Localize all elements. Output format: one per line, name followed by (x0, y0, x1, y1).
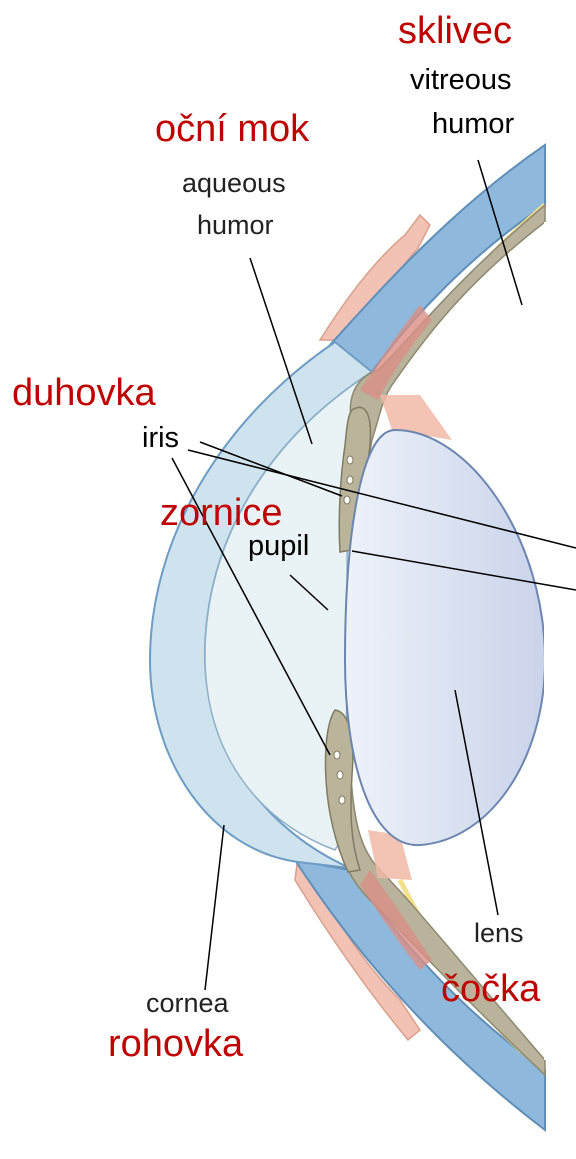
leader-cornea (205, 825, 224, 990)
iris-bottom-dot3 (339, 796, 345, 804)
label-vitreous-cz: sklivec (398, 12, 512, 50)
iris-top-dot3 (344, 496, 350, 504)
label-vitreous-en-2: humor (432, 110, 514, 139)
label-pupil-en: pupil (248, 532, 309, 561)
label-cornea-cz: rohovka (108, 1025, 243, 1063)
label-aqueous-en-1: aqueous (182, 170, 286, 197)
iris-bottom-dot2 (337, 771, 343, 779)
label-iris-en: iris (142, 424, 179, 453)
label-lens-cz: čočka (441, 970, 540, 1008)
iris-bottom-dot1 (334, 751, 340, 759)
label-cornea-en: cornea (146, 990, 229, 1017)
sclera-top (330, 145, 545, 372)
label-lens-en: lens (474, 920, 524, 947)
label-vitreous-en-1: vitreous (410, 66, 512, 95)
label-aqueous-en-2: humor (197, 212, 274, 239)
label-aqueous-cz: oční mok (155, 110, 309, 148)
iris-top-dot2 (347, 476, 353, 484)
label-pupil-cz: zornice (160, 494, 283, 532)
label-iris-cz: duhovka (12, 374, 156, 412)
iris-top-dot1 (347, 456, 353, 464)
lens (345, 430, 545, 845)
